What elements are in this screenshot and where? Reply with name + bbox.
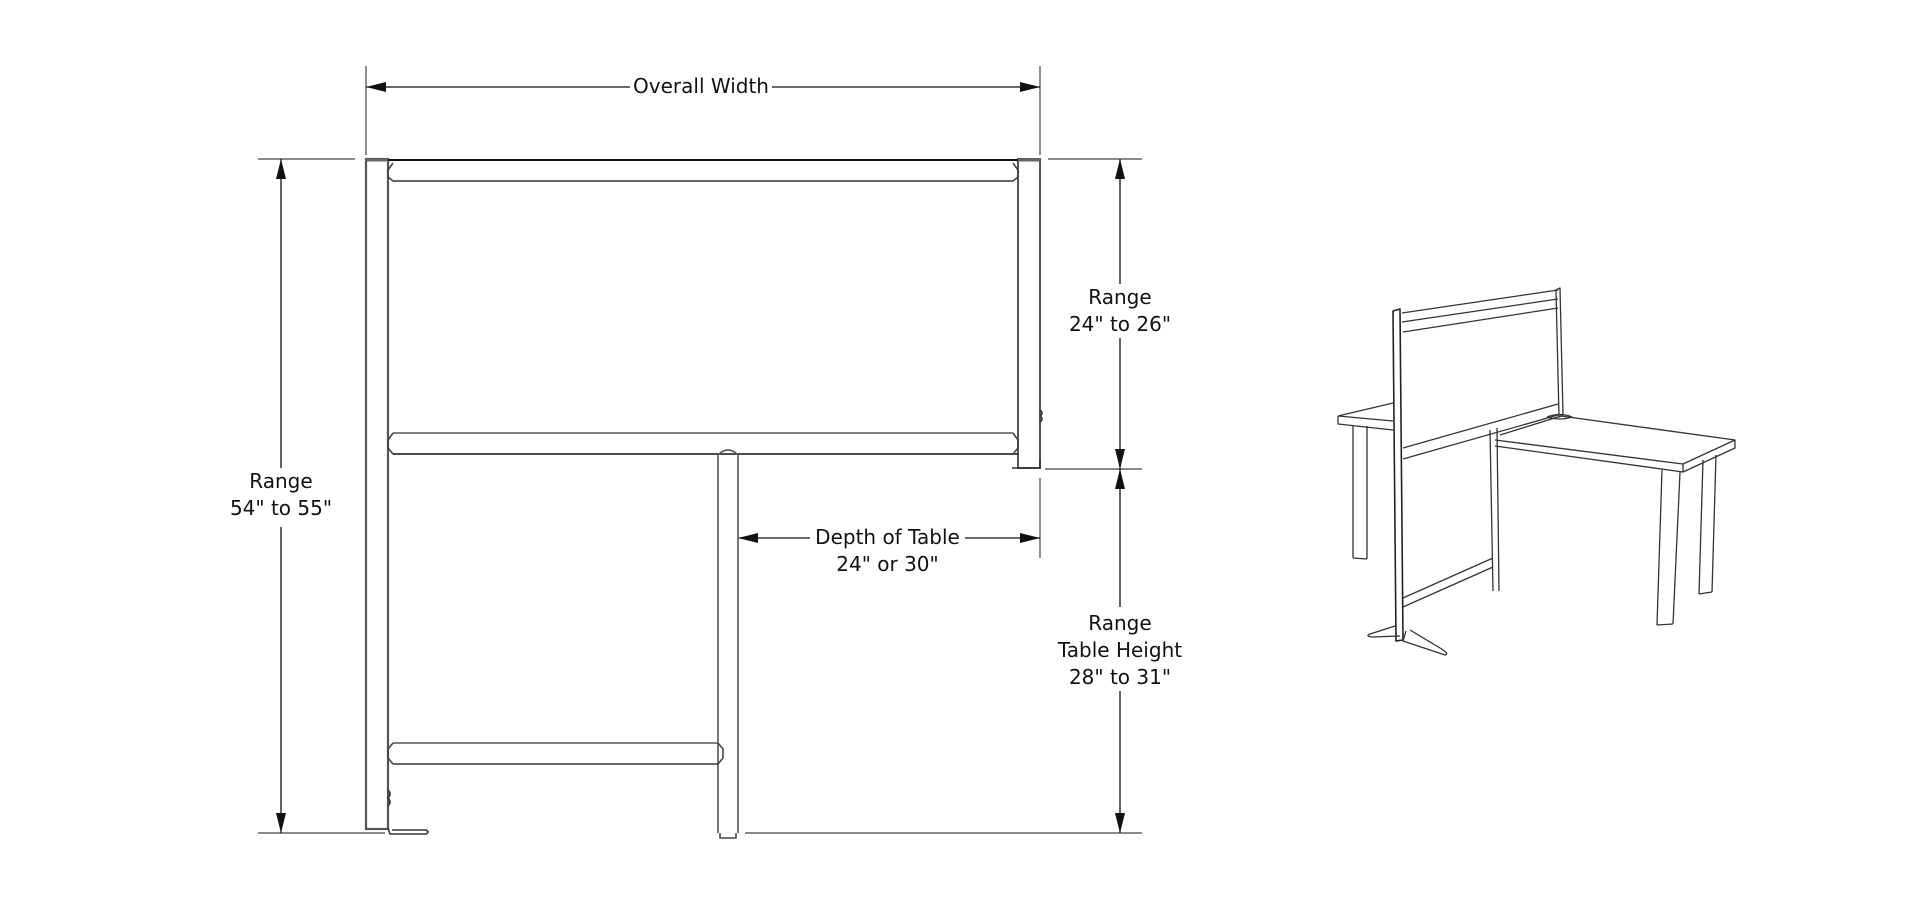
isometric-view — [1337, 287, 1736, 656]
table-depth-label: Depth of Table 24" or 30" — [810, 524, 965, 578]
table-height-line2: Table Height — [1057, 638, 1183, 662]
panel-left-post — [364, 157, 390, 831]
table-depth-line1: Depth of Table — [815, 525, 960, 549]
table-height-line3: 28" to 31" — [1068, 665, 1172, 689]
panel-right-post — [1012, 158, 1043, 469]
panel-height-line1: Range — [1088, 285, 1152, 309]
panel-top-rail — [387, 159, 1019, 182]
panel-height-label: Range 24" to 26" — [1055, 284, 1185, 338]
overall-width-label: Overall Width — [630, 73, 772, 100]
overall-height-line2: 54" to 55" — [229, 496, 333, 520]
panel-height-line2: 24" to 26" — [1068, 312, 1172, 336]
iso-right-table — [1494, 415, 1736, 626]
overall-height-line1: Range — [249, 469, 313, 493]
front-elevation — [258, 66, 1142, 839]
panel-foot — [386, 789, 429, 835]
iso-left-table — [1337, 402, 1394, 560]
table-post — [717, 449, 739, 839]
table-height-label: Range Table Height 28" to 31" — [1050, 610, 1190, 691]
extension-lines — [258, 66, 1142, 834]
panel-lower-rail — [387, 742, 724, 765]
overall-width-text: Overall Width — [633, 74, 769, 98]
overall-height-label: Range 54" to 55" — [216, 468, 346, 522]
table-height-line1: Range — [1088, 611, 1152, 635]
iso-panel-frame — [1367, 287, 1573, 656]
table-depth-line2: 24" or 30" — [836, 552, 939, 576]
panel-mid-rail — [387, 432, 1019, 455]
